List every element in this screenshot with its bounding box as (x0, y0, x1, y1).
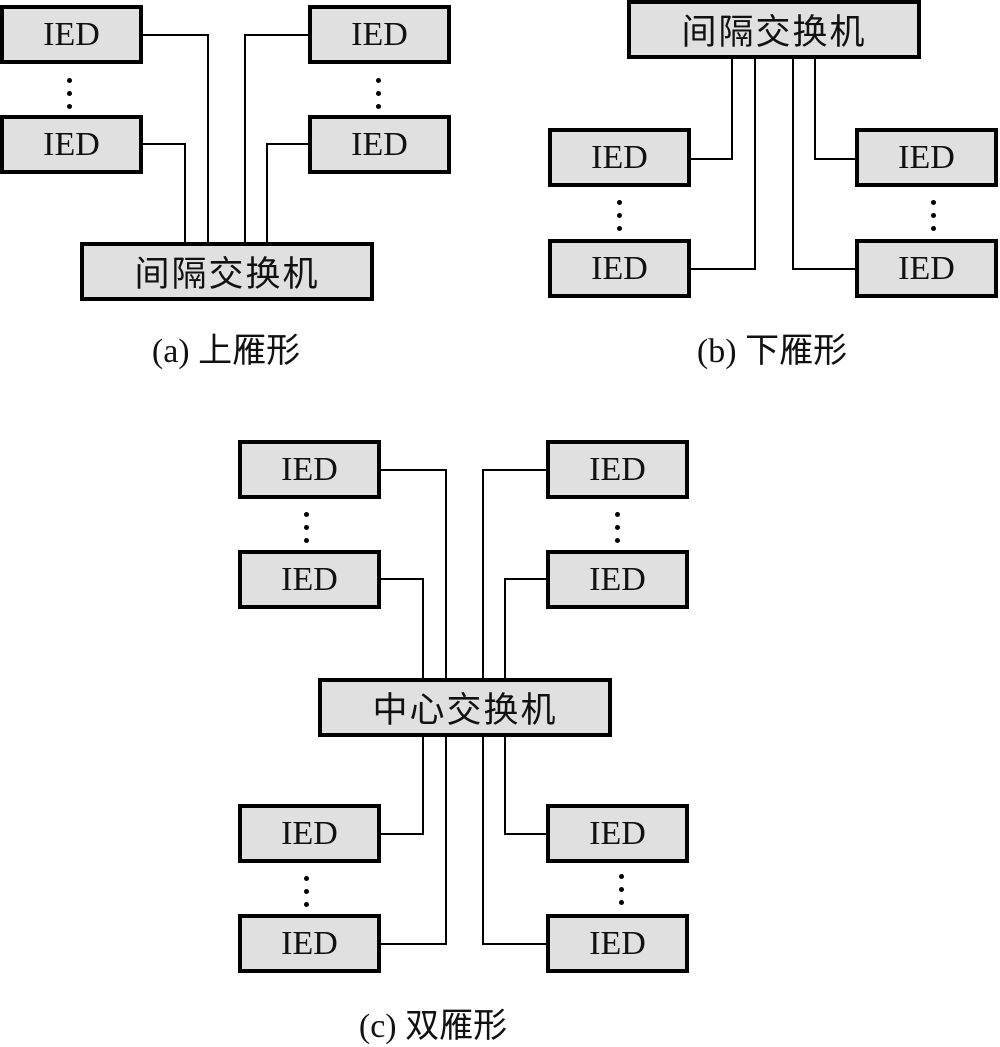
connector-line (792, 268, 856, 270)
connector-line (445, 469, 447, 679)
ied-box-c-upper-left-bottom: IED (238, 550, 381, 609)
connector-line (482, 469, 547, 471)
ied-box-c-upper-right-top: IED (546, 440, 689, 499)
ied-label: IED (589, 814, 646, 852)
connector-line (482, 737, 484, 945)
ied-label: IED (591, 249, 648, 287)
ied-label: IED (281, 450, 338, 488)
ied-label: IED (589, 450, 646, 488)
ellipsis-dots (614, 512, 620, 543)
ied-box-c-lower-left-bottom: IED (238, 914, 381, 973)
connector-line (691, 268, 756, 270)
switch-label: 间隔交换机 (681, 13, 867, 52)
ellipsis-dots (930, 200, 936, 231)
ied-box-c-lower-right-top: IED (546, 804, 689, 863)
connector-line (792, 59, 794, 270)
caption-c: (c) 双雁形 (358, 1008, 508, 1045)
ied-label: IED (281, 814, 338, 852)
ied-box-a-left-top: IED (0, 5, 143, 64)
ellipsis-dots (616, 200, 622, 231)
ied-box-b-left-bottom: IED (548, 239, 691, 298)
caption-a: (a) 上雁形 (151, 333, 301, 370)
connector-line (445, 737, 447, 945)
connector-line (504, 833, 547, 835)
ellipsis-dots (66, 78, 72, 109)
ied-label: IED (43, 125, 100, 163)
connector-line (381, 578, 424, 580)
connector-line (482, 943, 547, 945)
ied-box-a-left-bottom: IED (0, 115, 143, 174)
connector-line (504, 578, 547, 580)
ied-box-b-right-top: IED (855, 128, 998, 187)
ied-label: IED (281, 924, 338, 962)
ied-box-b-left-top: IED (548, 128, 691, 187)
connector-line (504, 578, 506, 679)
ied-label: IED (351, 125, 408, 163)
connector-line (207, 34, 209, 244)
ied-box-c-lower-right-bottom: IED (546, 914, 689, 973)
ied-label: IED (281, 560, 338, 598)
connector-line (381, 833, 424, 835)
connector-line (143, 34, 209, 36)
ellipsis-dots (618, 874, 624, 905)
ied-box-c-lower-left-top: IED (238, 804, 381, 863)
ied-box-a-right-bottom: IED (308, 115, 451, 174)
ellipsis-dots (375, 78, 381, 109)
connector-line (381, 469, 447, 471)
connector-line (754, 59, 756, 270)
connector-line (691, 158, 733, 160)
switch-label: 间隔交换机 (134, 255, 320, 294)
central-switch-c: 中心交换机 (318, 678, 612, 737)
ied-label: IED (351, 15, 408, 53)
bay-switch-b: 间隔交换机 (627, 0, 921, 59)
switch-label: 中心交换机 (372, 691, 558, 730)
bay-switch-a: 间隔交换机 (80, 242, 374, 301)
connector-line (422, 737, 424, 835)
connector-line (504, 737, 506, 835)
ied-box-b-right-bottom: IED (855, 239, 998, 298)
connector-line (814, 59, 816, 160)
connector-line (266, 143, 268, 244)
ellipsis-dots (303, 876, 309, 907)
ied-box-c-upper-left-top: IED (238, 440, 381, 499)
connector-line (422, 578, 424, 679)
connector-line (184, 143, 186, 244)
ied-label: IED (591, 138, 648, 176)
ied-box-a-right-top: IED (308, 5, 451, 64)
connector-line (381, 943, 447, 945)
ied-label: IED (898, 249, 955, 287)
connector-line (143, 143, 186, 145)
ied-label: IED (898, 138, 955, 176)
ellipsis-dots (303, 512, 309, 543)
connector-line (482, 469, 484, 679)
connector-line (731, 59, 733, 160)
connector-line (266, 143, 309, 145)
connector-line (244, 34, 246, 244)
caption-b: (b) 下雁形 (696, 333, 848, 370)
ied-label: IED (43, 15, 100, 53)
connector-line (244, 34, 309, 36)
ied-box-c-upper-right-bottom: IED (546, 550, 689, 609)
connector-line (814, 158, 856, 160)
ied-label: IED (589, 924, 646, 962)
ied-label: IED (589, 560, 646, 598)
